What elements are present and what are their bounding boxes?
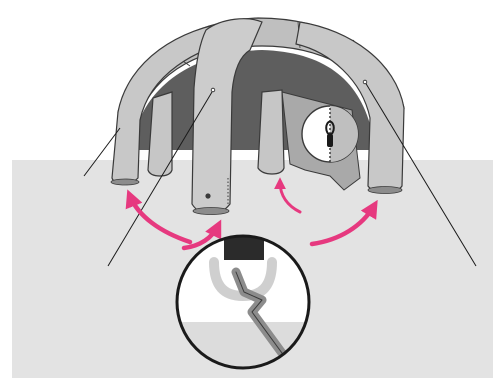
guy-line-attach-point [211,88,215,92]
anchor-hole [205,193,210,198]
leg-base-left [111,179,139,185]
guy-line-attach-point [363,80,367,84]
back-leg-right [258,90,284,174]
leg-base-right [368,187,402,194]
leg-base-center [193,208,229,215]
